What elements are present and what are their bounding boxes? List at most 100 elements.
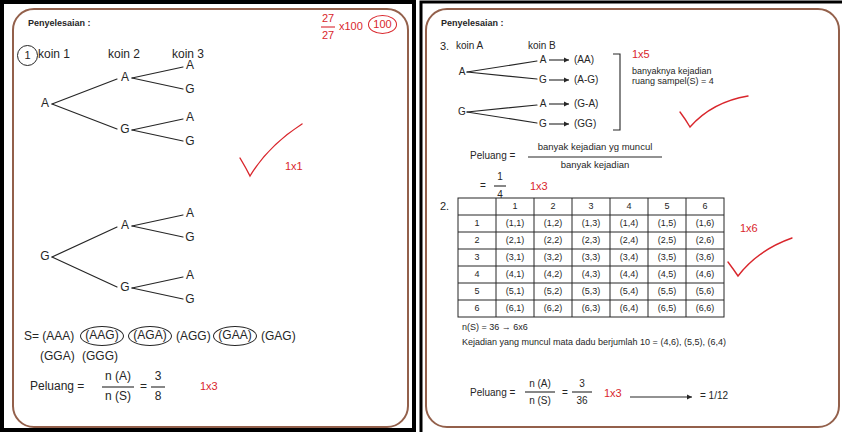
- answer-text: (AA): [574, 54, 594, 66]
- answer-text: G: [185, 83, 194, 97]
- answer-text: (1,3): [582, 218, 601, 228]
- grade-note: 27: [322, 12, 334, 25]
- panel-heading: Penyelesaian :: [28, 18, 91, 28]
- answer-text: (2,6): [696, 235, 715, 245]
- answer-text: banyak kejadian yg muncul: [538, 142, 653, 153]
- tree-branch: [52, 79, 117, 104]
- answer-text: banyaknya kejadian ruang sampel(S) = 4: [632, 66, 737, 87]
- grade-note: 1x3: [530, 180, 548, 193]
- answer-text: G: [458, 106, 466, 118]
- answer-text: (2,1): [506, 235, 525, 245]
- fraction-bar: [151, 386, 165, 387]
- answer-text: 5: [474, 286, 479, 296]
- answer-text: (5,4): [620, 286, 639, 296]
- answer-text: (4,6): [696, 269, 715, 279]
- circled-text: (AGA): [128, 326, 172, 346]
- answer-text: A: [186, 59, 194, 73]
- answer-text: (GG): [574, 118, 596, 130]
- grade-note: 1x1: [285, 160, 303, 173]
- answer-text: (2,2): [544, 235, 563, 245]
- answer-text: 3: [579, 378, 585, 390]
- answer-text: (6,5): [658, 303, 677, 313]
- fraction-bar: [572, 391, 592, 392]
- answer-text: G: [185, 135, 194, 149]
- circled-answer: 1: [24, 49, 30, 62]
- answer-text: Kejadian yang muncul mata dadu berjumlah…: [462, 337, 822, 347]
- tree-branches: [52, 61, 537, 299]
- answer-text: A: [540, 98, 547, 110]
- check-mark: [240, 124, 302, 176]
- answer-text: =: [140, 380, 147, 394]
- answer-text: n (A): [105, 370, 131, 384]
- fraction-bar: [494, 185, 506, 186]
- answer-text: =: [562, 387, 568, 399]
- circled-answer: (GAA): [218, 329, 251, 343]
- answer-text: A: [186, 207, 194, 221]
- check-mark: [728, 238, 792, 276]
- answer-text: 2: [550, 201, 555, 211]
- grade-note: 1x3: [200, 380, 218, 393]
- answer-text: (3,3): [582, 252, 601, 262]
- answer-text: koin A: [456, 40, 483, 52]
- answer-text: = 1/12: [700, 390, 728, 402]
- grade-note: 1x5: [632, 48, 650, 61]
- table-border: [458, 198, 724, 317]
- tree-branch: [467, 105, 537, 112]
- answer-text: (4,1): [506, 269, 525, 279]
- answer-text: (1,5): [658, 218, 677, 228]
- answer-text: 4: [626, 201, 631, 211]
- answer-text: (2,4): [620, 235, 639, 245]
- answer-text: A: [459, 66, 466, 78]
- answer-text: (A-G): [574, 74, 598, 86]
- answer-text: 4: [474, 269, 479, 279]
- page-frame: [2, 2, 414, 430]
- answer-text: (3,2): [544, 252, 563, 262]
- tree-branch: [132, 78, 183, 89]
- fraction-bar: [102, 386, 134, 387]
- answer-text: G: [539, 74, 547, 86]
- answer-text: 5: [664, 201, 669, 211]
- tree-branch: [467, 112, 537, 123]
- answer-text: koin 1: [38, 48, 70, 62]
- answer-text: (GGA): [40, 350, 75, 364]
- circled-answer: (AAG): [85, 329, 118, 343]
- answer-text: A: [186, 269, 194, 283]
- answer-text: 1: [474, 218, 479, 228]
- table-columns: [496, 198, 686, 317]
- answer-text: (4,4): [620, 269, 639, 279]
- answer-text: 4: [497, 189, 503, 201]
- answer-text: 1: [512, 201, 517, 211]
- tree-branch: [132, 119, 183, 130]
- tree-branch: [132, 67, 183, 78]
- tree-branch: [467, 72, 537, 79]
- answer-text: (GGG): [82, 350, 118, 364]
- circled-answer: (AGA): [133, 329, 166, 343]
- answer-text: A: [121, 219, 129, 233]
- fraction-bar: [528, 156, 662, 157]
- tree-branch: [132, 215, 183, 226]
- answer-text: (3,6): [696, 252, 715, 262]
- answer-text: koin 2: [108, 48, 140, 62]
- answer-text: 2.: [440, 200, 449, 213]
- answer-text: (6,2): [544, 303, 563, 313]
- result-arrow: [549, 123, 569, 124]
- answer-text: A: [121, 71, 129, 85]
- answer-text: Peluang =: [470, 387, 515, 399]
- fraction-bar: [321, 26, 335, 27]
- circled-text: 100: [368, 15, 397, 34]
- answer-text: 3.: [440, 40, 449, 53]
- result-arrow: [549, 103, 569, 104]
- answer-text: A: [540, 54, 547, 66]
- answer-text: G: [539, 118, 547, 130]
- answer-text: (5,6): [696, 286, 715, 296]
- answer-text: (2,5): [658, 235, 677, 245]
- answer-text: (6,3): [582, 303, 601, 313]
- answer-text: A: [41, 97, 49, 111]
- answer-text: A: [186, 111, 194, 125]
- grade-note: x100: [339, 20, 363, 33]
- answer-text: G: [120, 281, 129, 295]
- result-arrow: [630, 396, 692, 397]
- answer-text: (3,4): [620, 252, 639, 262]
- answer-text: (2,3): [582, 235, 601, 245]
